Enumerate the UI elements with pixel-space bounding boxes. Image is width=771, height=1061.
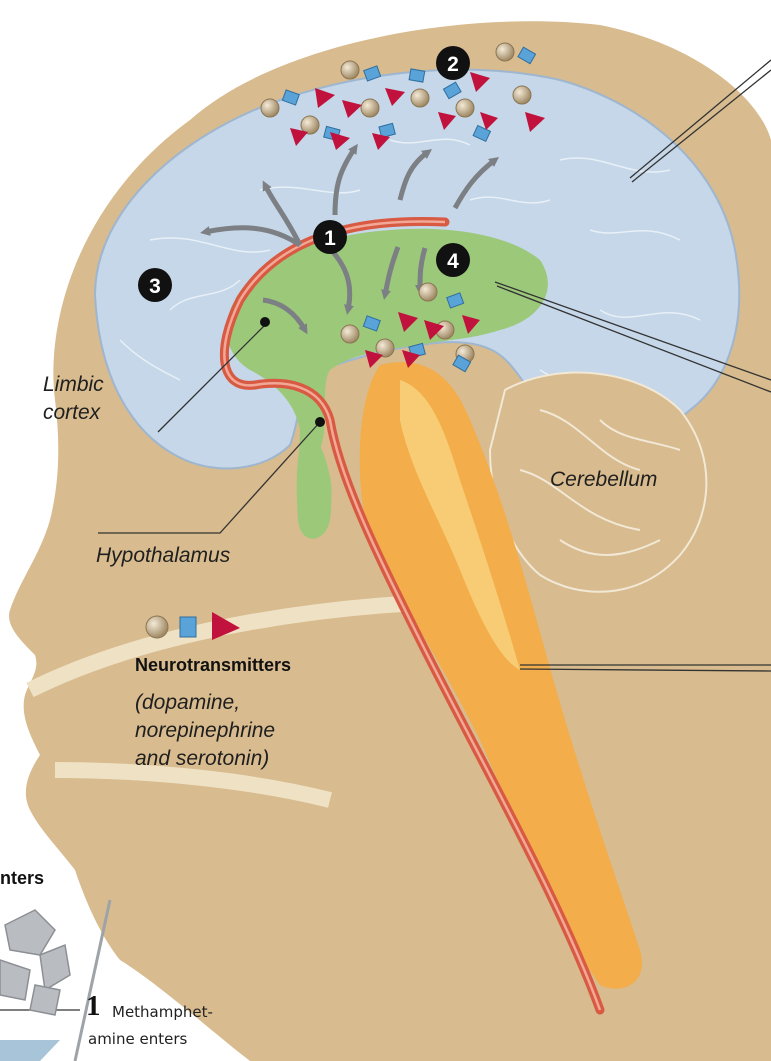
norepinephrine-cube-icon	[180, 617, 196, 637]
marker-2-label: 2	[447, 53, 459, 76]
neurotransmitters-desc-line3: and serotonin)	[135, 746, 269, 771]
marker-4: 4	[436, 243, 470, 277]
neurotransmitters-title: Neurotransmitters	[135, 655, 291, 676]
dopamine-ball-icon	[146, 616, 168, 638]
marker-1: 1	[313, 220, 347, 254]
step1-text-line1: Methamphet-	[112, 1003, 213, 1022]
step1-text-line2: amine enters	[88, 1030, 187, 1049]
marker-3-label: 3	[149, 275, 161, 298]
marker-1-label: 1	[324, 227, 336, 250]
limbic-cortex-dot	[260, 317, 270, 327]
step1-number: 1	[86, 990, 101, 1023]
meth-crystal-icon	[0, 910, 70, 1015]
limbic-cortex-label-line1: Limbic	[43, 372, 104, 397]
cerebellum-label: Cerebellum	[550, 467, 657, 492]
hypothalamus-label: Hypothalamus	[96, 543, 230, 568]
marker-4-label: 4	[447, 250, 459, 273]
neurotransmitters-desc-line2: norepinephrine	[135, 718, 275, 743]
neurotransmitters-desc-line1: (dopamine,	[135, 690, 240, 715]
step-heading-cutoff: nters	[0, 868, 44, 889]
limbic-cortex-label-line2: cortex	[43, 400, 100, 425]
hypothalamus-dot	[315, 417, 325, 427]
vein-edge	[0, 1040, 60, 1061]
marker-2: 2	[436, 46, 470, 80]
marker-3: 3	[138, 268, 172, 302]
